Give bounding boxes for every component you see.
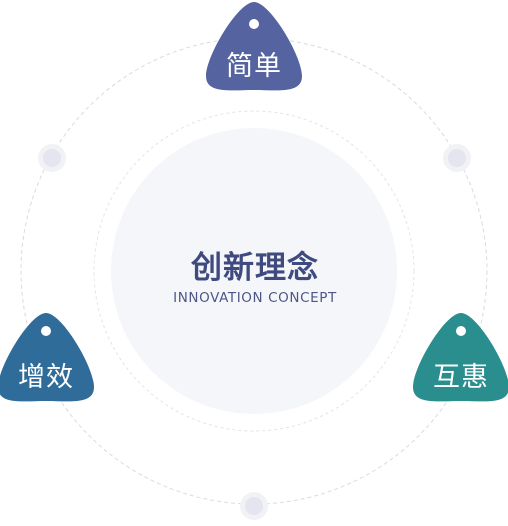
- pin-hole-icon: [249, 19, 259, 29]
- node-jiandan-label: 简单: [226, 51, 282, 82]
- pin-hole-icon: [456, 326, 466, 336]
- pin-hole-icon: [41, 326, 51, 336]
- node-huhui-pin[interactable]: [413, 313, 508, 402]
- ring-dot-right: [443, 144, 471, 172]
- node-jiandan-pin[interactable]: [206, 2, 302, 91]
- center-subtitle: INNOVATION CONCEPT: [173, 290, 337, 306]
- ring-dot-bottom: [240, 492, 268, 520]
- node-huhui-label: 互惠: [433, 362, 489, 393]
- ring-dot-left: [38, 144, 66, 172]
- node-zengxiao-pin[interactable]: [0, 313, 94, 402]
- middle-dashed-ring: [93, 110, 415, 432]
- node-zengxiao-label: 增效: [18, 362, 74, 393]
- center-title: 创新理念: [191, 250, 319, 286]
- center-circle: [111, 128, 397, 414]
